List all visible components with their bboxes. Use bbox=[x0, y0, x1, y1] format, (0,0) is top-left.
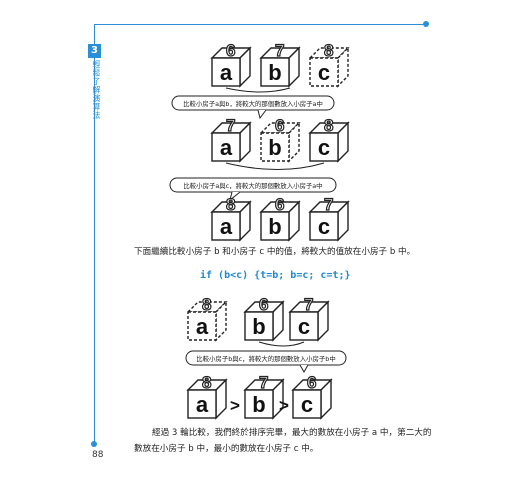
paragraph-summary-line1: 經過 3 輪比較，我們終於排序完畢，最大的數放在小房子 a 中，第二大的 bbox=[152, 428, 432, 438]
row4-letter-c: c bbox=[298, 314, 310, 339]
row5-box-a: 8 a bbox=[186, 372, 228, 420]
row5-number-a: 8 bbox=[202, 373, 211, 392]
row3-number-b: 6 bbox=[275, 195, 284, 214]
paragraph-summary-line2: 數放在小房子 b 中，最小的數放在小房子 c 中。 bbox=[134, 444, 319, 454]
row4-box-a: 8 a bbox=[186, 294, 228, 342]
row3-box-b: 6 b bbox=[259, 194, 301, 242]
row5-box-c: 6 c bbox=[291, 372, 333, 420]
row3-number-c: 7 bbox=[324, 195, 333, 214]
row4-number-a: 8 bbox=[202, 295, 211, 314]
row3-number-a: 8 bbox=[226, 195, 235, 214]
row4-box-c: 7 c bbox=[288, 294, 330, 342]
note1-text: 比較小房子a與b，將較大的那個數放入小房子a中 bbox=[183, 99, 323, 108]
row1-box-c: 8 c bbox=[308, 40, 350, 88]
row2-number-c: 8 bbox=[324, 116, 333, 135]
row4-letter-b: b bbox=[252, 314, 265, 339]
frame-top-line bbox=[94, 24, 426, 25]
row1-number-c: 8 bbox=[324, 41, 333, 60]
row2-letter-a: a bbox=[220, 135, 233, 160]
row3-box-a: 8 a bbox=[210, 194, 252, 242]
row5-letter-b: b bbox=[252, 392, 265, 417]
row1-letter-b: b bbox=[268, 60, 281, 85]
frame-left-line bbox=[94, 24, 95, 444]
row3-letter-c: c bbox=[318, 214, 330, 239]
row4-number-c: 7 bbox=[304, 295, 313, 314]
frame-top-dot bbox=[423, 21, 429, 27]
page-number: 88 bbox=[92, 450, 104, 460]
row4-number-b: 6 bbox=[259, 295, 268, 314]
row5-number-b: 7 bbox=[259, 373, 268, 392]
row4-box-b: 6 b bbox=[243, 294, 285, 342]
row1-number-a: 6 bbox=[226, 41, 235, 60]
note2-text: 比較小房子a與c，將較大的那個數放入小房子a中 bbox=[183, 181, 322, 190]
row2-box-a: 7 a bbox=[210, 115, 252, 163]
chapter-title: 輕鬆了解演算法 bbox=[92, 60, 101, 120]
note2-callout: 比較小房子a與c，將較大的那個數放入小房子a中 bbox=[169, 162, 337, 202]
row1-number-b: 7 bbox=[275, 41, 284, 60]
row2-letter-b: b bbox=[268, 135, 281, 160]
row5-number-c: 6 bbox=[307, 373, 316, 392]
row4-letter-a: a bbox=[196, 314, 209, 339]
row2-number-b: 6 bbox=[275, 116, 284, 135]
row1-letter-a: a bbox=[220, 60, 233, 85]
row2-box-c: 8 c bbox=[308, 115, 350, 163]
row5-box-b: 7 b bbox=[243, 372, 285, 420]
row1-box-a: 6 a bbox=[210, 40, 252, 88]
note3-text: 比較小房子b與c，將較大的那個數放入小房子b中 bbox=[196, 354, 335, 363]
code-line: if (b<c) {t=b; b=c; c=t;} bbox=[200, 270, 351, 281]
row2-box-b: 6 b bbox=[259, 115, 301, 163]
row1-box-b: 7 b bbox=[259, 40, 301, 88]
row3-letter-b: b bbox=[268, 214, 281, 239]
greater-than-sign-2: > bbox=[279, 396, 289, 415]
row5-letter-a: a bbox=[196, 392, 209, 417]
row2-number-a: 7 bbox=[226, 116, 235, 135]
note3-callout: 比較小房子b與c，將較大的那個數放入小房子b中 bbox=[185, 341, 347, 374]
row5-letter-c: c bbox=[301, 392, 313, 417]
chapter-number: 3 bbox=[88, 44, 101, 58]
paragraph-continue-compare: 下面繼續比較小房子 b 和小房子 c 中的值，將較大的值放在小房子 b 中。 bbox=[134, 247, 416, 257]
row3-letter-a: a bbox=[220, 214, 233, 239]
note1-callout: 比較小房子a與b，將較大的那個數放入小房子a中 bbox=[171, 87, 335, 120]
greater-than-sign-1: > bbox=[230, 396, 240, 415]
row3-box-c: 7 c bbox=[308, 194, 350, 242]
frame-bottom-dot bbox=[91, 441, 97, 447]
row1-letter-c: c bbox=[318, 60, 330, 85]
row2-letter-c: c bbox=[318, 135, 330, 160]
